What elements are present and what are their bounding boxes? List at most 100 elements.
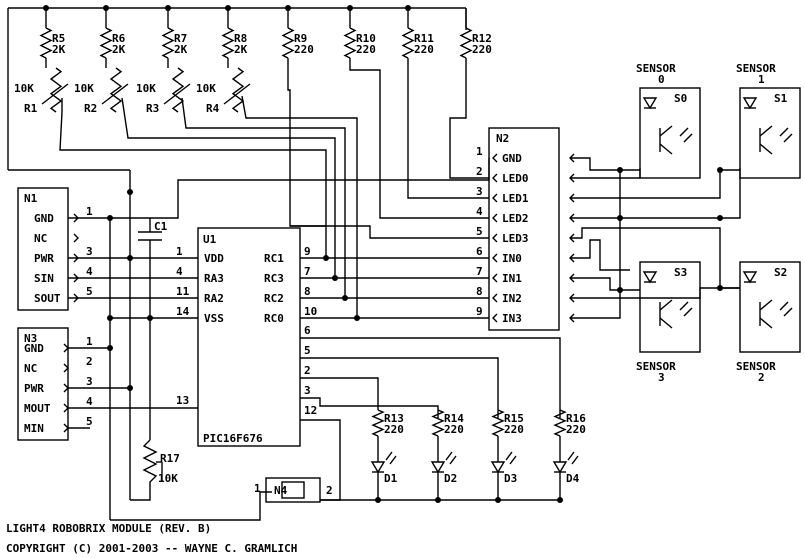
- u1-pin-name: RC0: [264, 312, 284, 325]
- pin-name: MOUT: [24, 402, 51, 415]
- u1-chip: U1 PIC16F676 1VDD4RA311RA214VSSRC19RC37R…: [176, 227, 317, 447]
- n2-to-sensors: [570, 157, 741, 319]
- pin-number: 8: [476, 285, 483, 298]
- pot-value: 10K: [136, 82, 156, 95]
- pin-number: 9: [476, 305, 483, 318]
- pin-name: GND: [502, 152, 522, 165]
- led-ref: D3: [504, 472, 517, 485]
- sensor-title: SENSOR: [736, 360, 776, 373]
- pin-name: LED3: [502, 232, 529, 245]
- pin-name: LED2: [502, 212, 529, 225]
- led-ref: D2: [444, 472, 457, 485]
- pot-value: 10K: [14, 82, 34, 95]
- n4-ref: N4: [274, 484, 288, 497]
- pin-sin: SIN 4: [34, 265, 93, 285]
- pin-name: SIN: [34, 272, 54, 285]
- pin-number: 1: [476, 145, 483, 158]
- u1-pin-name: RA2: [204, 292, 224, 305]
- pin-name: LED1: [502, 192, 529, 205]
- pin-number: 6: [476, 245, 483, 258]
- n1-ref: N1: [24, 192, 38, 205]
- pot-r3: 10K R3: [136, 67, 191, 115]
- resistor-ref: R6: [112, 32, 126, 45]
- resistor-ref: R11: [414, 32, 434, 45]
- u1-pin-number: 11: [176, 285, 190, 298]
- u1-pin-number: 14: [176, 305, 190, 318]
- pin-number: 4: [86, 265, 93, 278]
- pin-number: 5: [476, 225, 483, 238]
- r17-ref: R17: [160, 452, 180, 465]
- resistor-value: 220: [356, 43, 376, 56]
- resistor-value: 220: [566, 423, 586, 436]
- u1-pin-number: 5: [304, 344, 311, 357]
- u1-pin-number: 2: [304, 364, 311, 377]
- pin-number: 2: [86, 355, 93, 368]
- n3-ref: N3: [24, 332, 37, 345]
- pot-ref: R3: [146, 102, 159, 115]
- sensor-ref: S3: [674, 266, 687, 279]
- u1-pin-number: 4: [176, 265, 183, 278]
- resistor-value: 2K: [174, 43, 188, 56]
- resistor-ref: R14: [444, 412, 464, 425]
- resistor-value: 220: [504, 423, 524, 436]
- u1-pin-number: 8: [304, 285, 311, 298]
- resistor-value: 2K: [234, 43, 248, 56]
- pin-name: GND: [24, 342, 44, 355]
- resistor-value: 220: [294, 43, 314, 56]
- resistor-ref: R8: [234, 32, 247, 45]
- sensor-number: 0: [658, 73, 665, 86]
- resistor-value: 220: [414, 43, 434, 56]
- u1-wiring: C1: [68, 158, 490, 520]
- sensor-title: SENSOR: [636, 62, 676, 75]
- n2-ref: N2: [496, 132, 509, 145]
- c1-label: C1: [154, 220, 168, 233]
- pin-number: 3: [86, 375, 93, 388]
- n4-pin2: 2: [326, 484, 333, 497]
- u1-pin-number: 3: [304, 384, 311, 397]
- pin-number: 3: [476, 185, 483, 198]
- pin-name: SOUT: [34, 292, 61, 305]
- pin-nc: NC: [34, 232, 79, 245]
- u1-pin-name: VDD: [204, 252, 224, 265]
- u1-pin-name: RC1: [264, 252, 284, 265]
- top-rail: [7, 5, 466, 171]
- u1-pin-name: VSS: [204, 312, 224, 325]
- sensor-ref: S0: [674, 92, 687, 105]
- led-ref: D1: [384, 472, 398, 485]
- sensor-title: SENSOR: [736, 62, 776, 75]
- u1-pin-number: 9: [304, 245, 311, 258]
- pin-name: IN1: [502, 272, 522, 285]
- resistor-ref: R15: [504, 412, 524, 425]
- pin-name: IN3: [502, 312, 522, 325]
- u1-pin-number: 1: [176, 245, 183, 258]
- resistor-ref: R9: [294, 32, 307, 45]
- pin-number: 5: [86, 415, 93, 428]
- n4-pin1: 1: [254, 482, 261, 495]
- u1-pin-number: 13: [176, 394, 189, 407]
- pin-number: 4: [476, 205, 483, 218]
- u1-pin-name: RA3: [204, 272, 224, 285]
- n2-connector: N2 1GND2LED03LED14LED25LED36IN07IN18IN29…: [476, 127, 575, 331]
